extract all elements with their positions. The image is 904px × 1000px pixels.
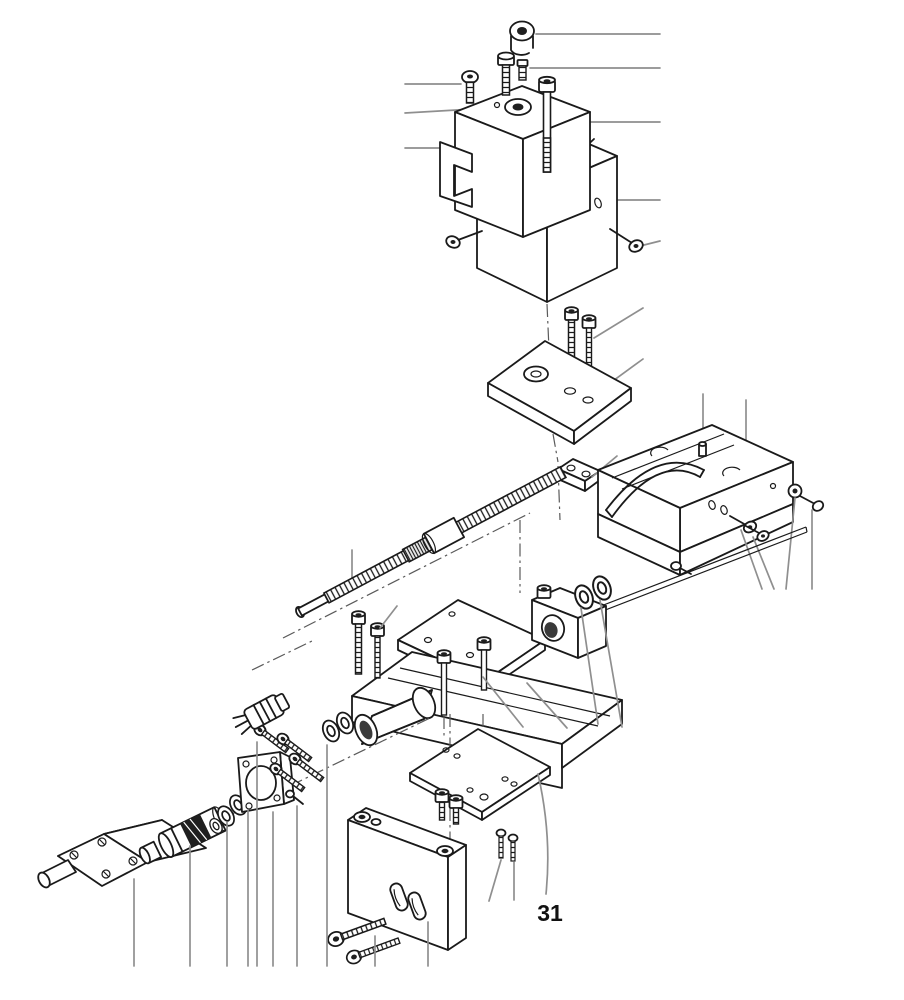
gib-set-screws <box>729 515 775 590</box>
shaft-collar <box>138 840 163 865</box>
nut-housing <box>353 686 437 747</box>
support-block <box>347 807 467 951</box>
base-plate-screws <box>434 788 464 825</box>
side-screw-right <box>609 228 644 253</box>
callout-31: 31 <box>537 773 563 926</box>
gib-plate-group <box>487 303 644 492</box>
top-washer <box>504 98 532 116</box>
thumb-screw <box>509 20 535 56</box>
base-group: 31 <box>325 714 563 967</box>
top-slide-group <box>555 393 825 627</box>
flange-bolts <box>251 721 327 805</box>
mounting-plate <box>487 340 632 445</box>
thin-screws <box>488 828 519 902</box>
power-plug <box>232 693 291 735</box>
tool-post-group <box>439 20 644 303</box>
motor-flange <box>237 751 295 813</box>
long-socket-bolt <box>538 75 556 173</box>
lead-screw-group <box>251 465 568 671</box>
side-screw-left <box>445 230 483 249</box>
washer-and-screw <box>785 483 825 590</box>
drive-train-group <box>37 693 431 889</box>
callout-31-label: 31 <box>537 900 563 926</box>
saddle-screws-left <box>351 605 398 679</box>
saddle-screws-center <box>436 636 568 736</box>
set-screw <box>516 59 529 81</box>
top-slide-body <box>597 424 794 576</box>
hex-screw <box>497 51 515 96</box>
curved-gib <box>605 461 705 518</box>
shaft-coupling <box>157 806 228 858</box>
clamp-bracket <box>439 141 473 208</box>
leader-lines-bottom <box>133 741 429 967</box>
lead-screw <box>295 465 568 619</box>
bearing-rings <box>570 572 623 728</box>
pan-head-screw <box>461 70 479 104</box>
spacer-rings <box>318 709 358 745</box>
foot-screw <box>670 561 692 575</box>
guide-pin <box>698 441 707 457</box>
bearing-block <box>531 584 607 659</box>
